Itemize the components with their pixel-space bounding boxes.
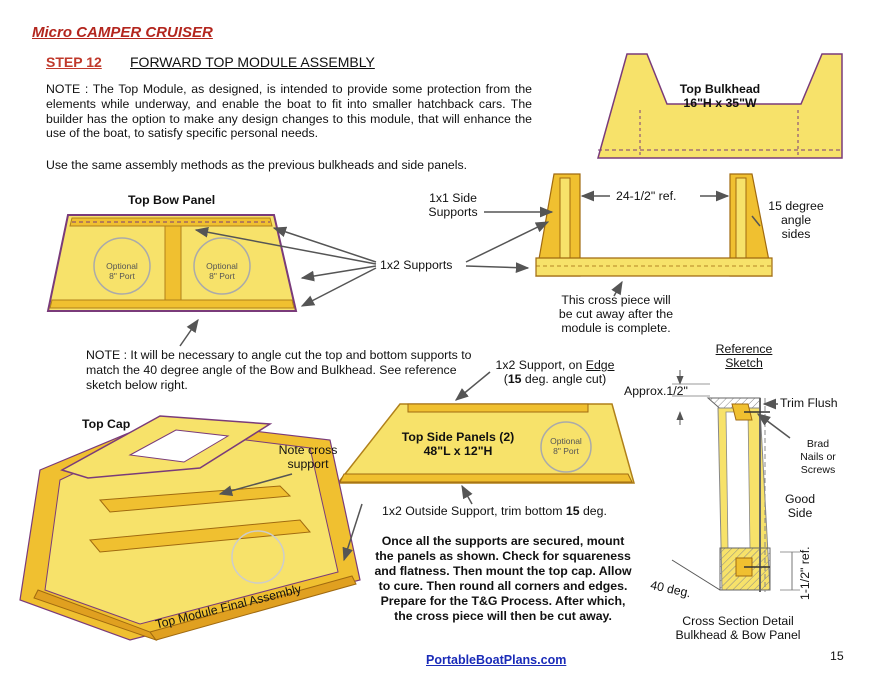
cross-line1: This cross piece will <box>561 293 671 307</box>
port-label: Optional <box>206 261 238 271</box>
outside-support-unit: deg. <box>579 504 607 518</box>
angle-cut-note: NOTE : It will be necessary to angle cut… <box>86 348 472 392</box>
side-supports-label: 1x1 Side Supports <box>420 191 486 219</box>
paren-open: ( <box>503 372 508 386</box>
brad-line2: Nails or <box>800 451 836 463</box>
cross-piece-note: This cross piece will be cut away after … <box>536 293 696 335</box>
good-line2: Side <box>787 506 813 520</box>
top-bow-panel-drawing <box>46 214 298 312</box>
bow-port-right: Optional 8" Port <box>196 261 248 281</box>
note-cross-label: Note cross support <box>272 443 344 471</box>
side-supports-line1: 1x1 Side <box>429 191 477 205</box>
side-panels-title: Top Side Panels (2) 48"L x 12"H <box>388 430 528 458</box>
note-cross-line1: Note cross <box>278 443 338 457</box>
outside-support-angle: 15 <box>565 504 580 518</box>
edge-support-text: 1x2 Support, on <box>495 358 583 372</box>
brad-line1: Brad <box>806 438 830 450</box>
outside-support-text: 1x2 Outside Support, trim bottom <box>382 504 566 518</box>
cross-line3: module is complete. <box>561 321 671 335</box>
bulkhead-title-line1: Top Bulkhead <box>679 82 761 96</box>
edge-angle-text: deg. angle cut) <box>521 372 607 386</box>
side-panels-title-line2: 48"L x 12"H <box>423 444 493 458</box>
ref-dim-label: 1-1/2" ref. <box>798 546 812 600</box>
note-cross-line2: support <box>287 457 329 471</box>
brad-line3: Screws <box>800 464 836 476</box>
methods-note: Use the same assembly methods as the pre… <box>46 158 468 172</box>
port-size: 8" Port <box>209 271 235 281</box>
reference-sketch-drawing <box>671 370 800 592</box>
reference-sketch-title: Reference Sketch <box>704 342 784 370</box>
port-size: 8" Port <box>109 271 135 281</box>
port-label: Optional <box>550 436 582 446</box>
top-cap-title: Top Cap <box>82 417 131 431</box>
angle-sides-label: 15 degree angle sides <box>758 199 834 241</box>
site-link[interactable]: PortableBoatPlans.com <box>426 653 567 667</box>
assembly-instructions: Once all the supports are secured, mount… <box>374 534 632 623</box>
reference-title-line2: Sketch <box>725 356 763 370</box>
angle-line3: sides <box>781 227 811 241</box>
side-panels-title-line1: Top Side Panels (2) <box>401 430 515 444</box>
caption-line2: Bulkhead & Bow Panel <box>675 628 801 642</box>
bow-panel-title: Top Bow Panel <box>128 193 216 207</box>
cross-line2: be cut away after the <box>558 307 674 321</box>
approx-label: Approx.1/2" <box>624 384 688 398</box>
brand-title: Micro CAMPER CRUISER <box>32 24 213 41</box>
edge-support-label: 1x2 Support, on Edge (15 deg. angle cut) <box>478 358 632 386</box>
ref-width-label: 24-1/2" ref. <box>616 189 677 203</box>
angle-line2: angle <box>780 213 812 227</box>
intro-note: NOTE : The Top Module, as designed, is i… <box>46 82 532 141</box>
good-line1: Good <box>784 492 816 506</box>
supports-1x2-label: 1x2 Supports <box>380 258 453 272</box>
edge-word: Edge <box>585 358 615 372</box>
bulkhead-title: Top Bulkhead 16"H x 35"W <box>660 82 780 110</box>
port-size: 8" Port <box>553 446 579 456</box>
port-label: Optional <box>106 261 138 271</box>
trim-flush-label: Trim Flush <box>780 396 838 410</box>
edge-angle-value: 15 <box>507 372 522 386</box>
side-supports-line2: Supports <box>428 205 478 219</box>
top-module-final-assembly-drawing <box>19 415 361 642</box>
outside-support-label: 1x2 Outside Support, trim bottom 15 deg. <box>382 504 607 518</box>
good-side-label: Good Side <box>776 492 824 520</box>
page-number: 15 <box>830 649 844 663</box>
bulkhead-title-line2: 16"H x 35"W <box>683 96 757 110</box>
step-label: STEP 12 <box>46 54 102 70</box>
step-title: FORWARD TOP MODULE ASSEMBLY <box>130 54 375 70</box>
side-panel-port: Optional 8" Port <box>540 436 592 456</box>
reference-title-line1: Reference <box>715 342 773 356</box>
caption-line1: Cross Section Detail <box>682 614 794 628</box>
top-bulkhead-drawing <box>597 53 843 159</box>
callout-arrows <box>179 190 791 562</box>
brad-nails-label: Brad Nails or Screws <box>786 438 850 477</box>
angle-line1: 15 degree <box>768 199 824 213</box>
cross-section-caption: Cross Section Detail Bulkhead & Bow Pane… <box>658 614 818 642</box>
top-side-panel-drawing <box>336 403 635 484</box>
bow-port-left: Optional 8" Port <box>96 261 148 281</box>
bulkhead-frame-drawing <box>535 173 773 277</box>
